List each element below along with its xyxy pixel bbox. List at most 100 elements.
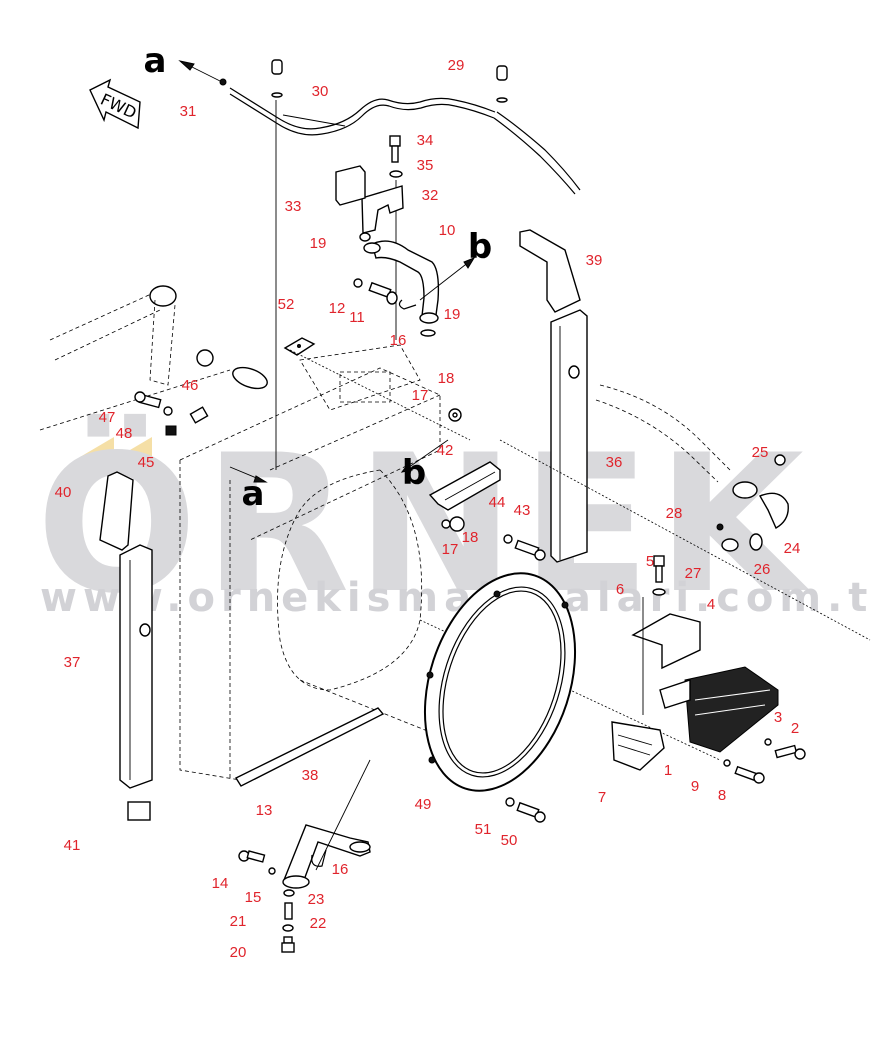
bolt-43 <box>514 539 546 561</box>
callout-39: 39 <box>586 252 603 269</box>
fitting-45 <box>165 425 177 436</box>
washer-6 <box>652 588 666 596</box>
watermark-triangle <box>80 437 114 457</box>
washer-18-lower <box>449 516 465 532</box>
reference-arrow-b-lower <box>400 439 449 473</box>
callout-16: 16 <box>332 861 349 878</box>
callout-18: 18 <box>438 370 455 387</box>
callout-31: 31 <box>180 103 197 120</box>
washer-3 <box>764 738 772 746</box>
bolt-47 <box>134 391 162 409</box>
callout-51: 51 <box>475 821 492 838</box>
washer-15 <box>268 867 276 875</box>
watermark-brand: ÖRNEK <box>36 414 810 635</box>
strip-38 <box>234 707 385 787</box>
callout-48: 48 <box>116 425 133 442</box>
engine-detail <box>196 344 421 411</box>
callout-25: 25 <box>752 444 769 461</box>
watermark-triangle <box>118 437 152 457</box>
callout-5: 5 <box>646 553 654 570</box>
callout-6: 6 <box>616 581 624 598</box>
callout-47: 47 <box>99 409 116 426</box>
bracket-39 <box>519 229 581 313</box>
callout-24: 24 <box>784 540 801 557</box>
callout-17: 17 <box>412 387 429 404</box>
callout-34: 34 <box>417 132 434 149</box>
pipe-13 <box>282 824 371 889</box>
pipe-10 <box>359 232 440 337</box>
callout-49: 49 <box>415 796 432 813</box>
nipple-22 <box>284 902 293 920</box>
bolt-2 <box>774 744 806 760</box>
bolt-34 <box>389 135 403 340</box>
reference-arrow-a-lower <box>229 466 268 483</box>
bolt-8 <box>734 765 765 784</box>
fan-shroud-ring-49 <box>423 572 577 792</box>
reference-arrow-a <box>178 60 227 86</box>
callout-42: 42 <box>437 442 454 459</box>
column-37 <box>119 544 153 789</box>
callout-23: 23 <box>308 891 325 908</box>
washer-44 <box>503 534 513 544</box>
leader-line <box>315 759 371 871</box>
callout-45: 45 <box>138 454 155 471</box>
oring-21 <box>282 924 294 932</box>
callout-30: 30 <box>312 83 329 100</box>
plug-20 <box>281 936 295 953</box>
callout-1: 1 <box>664 762 672 779</box>
cap-41 <box>127 801 151 821</box>
callout-33: 33 <box>285 198 302 215</box>
callout-19: 19 <box>444 306 461 323</box>
callout-9: 9 <box>691 778 699 795</box>
callout-36: 36 <box>606 454 623 471</box>
callout-38: 38 <box>302 767 319 784</box>
washer-17-lower <box>441 519 451 529</box>
reference-letter-b: b <box>402 453 426 493</box>
bolt-11 <box>368 281 398 305</box>
callout-19: 19 <box>310 235 327 252</box>
step-42 <box>428 461 501 511</box>
callout-32: 32 <box>422 187 439 204</box>
watermark-url: www.ornekismakinalari.com.tr <box>40 575 872 621</box>
callout-26: 26 <box>754 561 771 578</box>
bracket-7 <box>611 721 665 771</box>
callout-29: 29 <box>448 57 465 74</box>
bolt-14 <box>238 850 266 863</box>
callout-16: 16 <box>390 332 407 349</box>
callout-43: 43 <box>514 502 531 519</box>
callout-44: 44 <box>489 494 506 511</box>
callout-18: 18 <box>462 529 479 546</box>
bolt-top-right <box>496 65 508 103</box>
callout-52: 52 <box>278 296 295 313</box>
upper-hose <box>595 384 789 552</box>
callout-14: 14 <box>212 875 229 892</box>
callout-17: 17 <box>442 541 459 558</box>
callout-40: 40 <box>55 484 72 501</box>
oil-cooler-1 <box>659 666 779 753</box>
reference-arrow-b <box>419 256 476 301</box>
plate-52 <box>283 337 316 356</box>
bolt-top-left <box>271 59 283 470</box>
callout-15: 15 <box>245 889 262 906</box>
callout-2: 2 <box>791 720 799 737</box>
bolt-50 <box>516 801 546 823</box>
callout-8: 8 <box>718 787 726 804</box>
chassis-outline <box>39 285 231 431</box>
washer-18-hole <box>452 412 458 418</box>
pad-40 <box>99 471 134 551</box>
callout-21: 21 <box>230 913 247 930</box>
callout-10: 10 <box>439 222 456 239</box>
callout-22: 22 <box>310 915 327 932</box>
pad-33 <box>335 165 366 206</box>
callout-37: 37 <box>64 654 81 671</box>
fitting-46 <box>189 406 209 424</box>
callout-27: 27 <box>685 565 702 582</box>
nut-12 <box>353 278 363 288</box>
reference-letter-a: a <box>242 474 265 514</box>
clip-16 <box>398 299 417 310</box>
callout-20: 20 <box>230 944 247 961</box>
